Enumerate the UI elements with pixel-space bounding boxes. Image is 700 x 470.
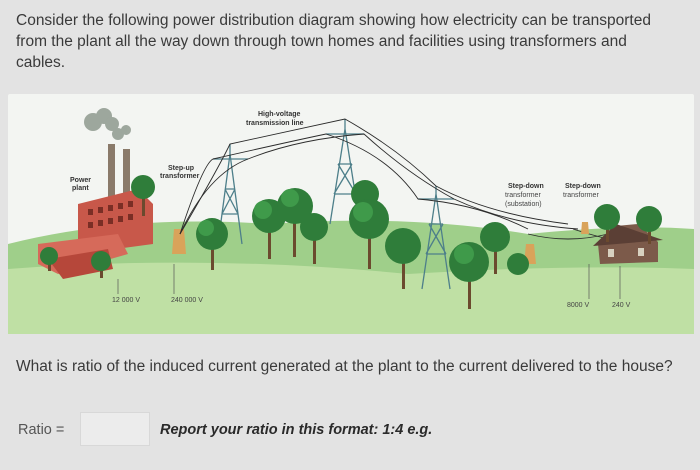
- voltage-plant: 12 000 V: [112, 297, 140, 304]
- voltage-transmission: 240 000 V: [171, 297, 203, 304]
- voltage-marker-lines: [117, 264, 621, 299]
- label-step-down-sub-3: (substation): [505, 201, 542, 208]
- transmission-tower-icon: [418, 186, 454, 290]
- label-power-plant: Power: [70, 177, 91, 184]
- label-high-voltage-2: transmission line: [246, 120, 304, 127]
- step-down-transformer-icon: [581, 222, 589, 234]
- high-voltage-lines: [179, 118, 609, 240]
- smoke-icon: [84, 108, 131, 140]
- label-step-down-2: transformer: [563, 192, 599, 199]
- step-up-transformer-icon: [172, 229, 186, 254]
- tree-icons: [40, 175, 662, 309]
- voltage-house: 240 V: [612, 302, 631, 309]
- label-step-up: Step-up: [168, 165, 194, 172]
- transmission-tower-icon: [213, 144, 248, 245]
- label-step-down-sub: Step-down: [508, 183, 544, 190]
- label-power-plant-2: plant: [72, 185, 89, 192]
- ground-front: [8, 262, 694, 334]
- label-high-voltage: High-voltage: [258, 111, 300, 118]
- question-intro: Consider the following power distributio…: [16, 12, 651, 71]
- power-distribution-diagram: Power plant Step-up transformer High-vol…: [8, 94, 694, 334]
- ratio-input[interactable]: [80, 412, 150, 446]
- transmission-tower-icon: [326, 119, 364, 225]
- label-step-down: Step-down: [565, 183, 601, 190]
- label-step-up-2: transformer: [160, 173, 200, 180]
- format-instruction: Report your ratio in this format: 1:4 e.…: [160, 422, 433, 438]
- diagram-illustration: Power plant Step-up transformer High-vol…: [8, 108, 694, 334]
- question-prompt: What is ratio of the induced current gen…: [16, 358, 673, 375]
- label-step-down-sub-2: transformer: [505, 192, 541, 199]
- voltage-distribution: 8000 V: [567, 302, 590, 309]
- ratio-label: Ratio =: [18, 422, 65, 438]
- house-icon: [593, 224, 663, 264]
